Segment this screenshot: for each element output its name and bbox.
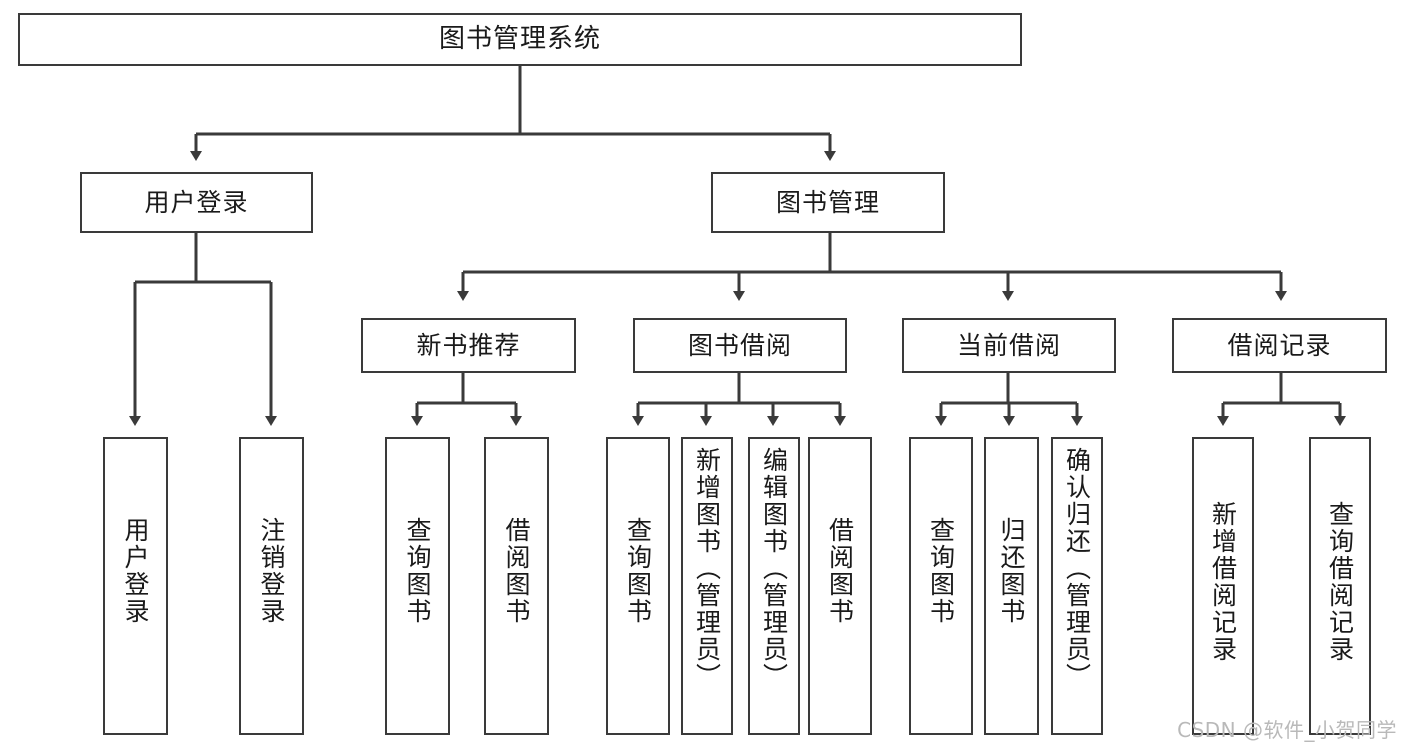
node-label: 图书借阅 bbox=[687, 330, 792, 360]
node-leaf-logout[interactable]: 注销登录 bbox=[239, 437, 304, 735]
node-label: 确认归还（管理员） bbox=[1062, 447, 1092, 690]
node-leaf-query-book-borrow[interactable]: 查询图书 bbox=[606, 437, 670, 735]
node-current-borrow[interactable]: 当前借阅 bbox=[902, 318, 1116, 373]
node-book-borrow[interactable]: 图书借阅 bbox=[633, 318, 847, 373]
node-leaf-query-book-new[interactable]: 查询图书 bbox=[385, 437, 450, 735]
node-label: 借阅图书 bbox=[502, 517, 531, 625]
node-label: 新书推荐 bbox=[416, 330, 521, 360]
node-label: 图书管理 bbox=[775, 187, 880, 217]
node-leaf-edit-book-admin[interactable]: 编辑图书（管理员） bbox=[748, 437, 800, 735]
node-label: 新增借阅记录 bbox=[1208, 501, 1238, 663]
node-leaf-user-login[interactable]: 用户登录 bbox=[103, 437, 168, 735]
node-leaf-add-book-admin[interactable]: 新增图书（管理员） bbox=[681, 437, 733, 735]
node-label: 借阅记录 bbox=[1227, 330, 1332, 360]
node-label: 新增图书（管理员） bbox=[692, 447, 722, 690]
node-leaf-borrow-book[interactable]: 借阅图书 bbox=[808, 437, 872, 735]
node-leaf-confirm-return-admin[interactable]: 确认归还（管理员） bbox=[1051, 437, 1103, 735]
node-new-book-recommendation[interactable]: 新书推荐 bbox=[361, 318, 576, 373]
node-label: 借阅图书 bbox=[825, 517, 855, 625]
node-borrow-record[interactable]: 借阅记录 bbox=[1172, 318, 1387, 373]
node-label: 用户登录 bbox=[121, 517, 150, 625]
node-leaf-query-book-current[interactable]: 查询图书 bbox=[909, 437, 973, 735]
watermark: CSDN @软件_小贺同学 bbox=[1177, 718, 1397, 742]
node-leaf-add-borrow-record[interactable]: 新增借阅记录 bbox=[1192, 437, 1254, 735]
node-label: 图书管理系统 bbox=[438, 24, 601, 55]
node-label: 查询图书 bbox=[623, 517, 653, 625]
node-leaf-borrow-book-new[interactable]: 借阅图书 bbox=[484, 437, 549, 735]
node-root-book-management-system[interactable]: 图书管理系统 bbox=[18, 13, 1022, 66]
node-user-login[interactable]: 用户登录 bbox=[80, 172, 313, 233]
node-label: 查询借阅记录 bbox=[1325, 501, 1355, 663]
node-label: 归还图书 bbox=[997, 517, 1026, 625]
node-label: 查询图书 bbox=[926, 517, 956, 625]
node-book-management[interactable]: 图书管理 bbox=[711, 172, 945, 233]
node-label: 注销登录 bbox=[257, 517, 286, 625]
node-label: 编辑图书（管理员） bbox=[759, 447, 789, 690]
node-label: 当前借阅 bbox=[956, 330, 1061, 360]
node-leaf-return-book[interactable]: 归还图书 bbox=[984, 437, 1039, 735]
node-leaf-query-borrow-record[interactable]: 查询借阅记录 bbox=[1309, 437, 1371, 735]
node-label: 查询图书 bbox=[403, 517, 432, 625]
node-label: 用户登录 bbox=[144, 187, 249, 217]
